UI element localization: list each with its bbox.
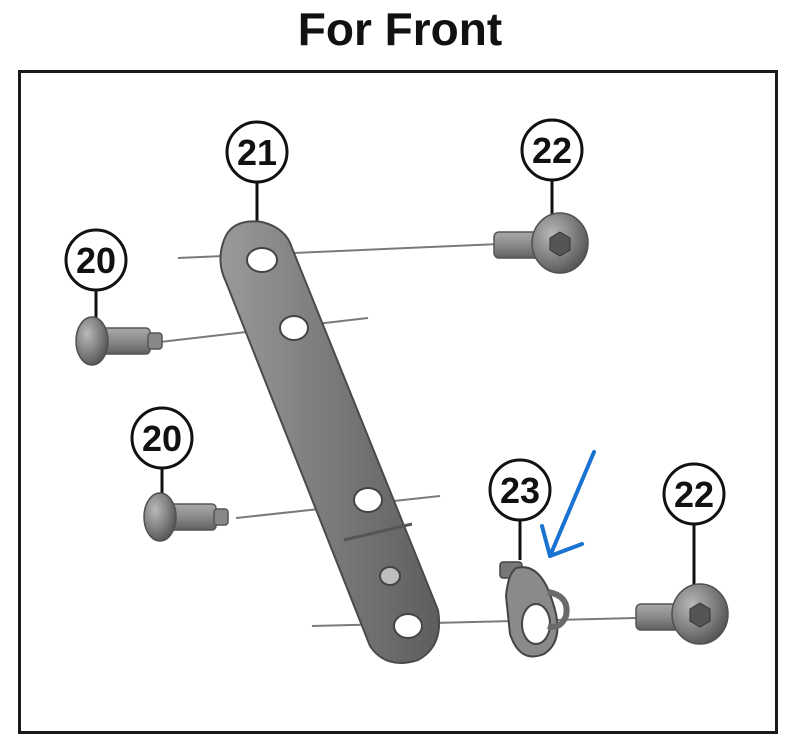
cable-clip — [499, 561, 570, 658]
bracket-plate — [219, 220, 440, 664]
pin-bolt-bottom-tip — [213, 508, 229, 526]
socket-bolt-bottom-hex — [689, 602, 711, 628]
callout-22-top: 22 — [520, 118, 584, 182]
socket-bolt-top — [493, 212, 589, 274]
plate-face — [219, 220, 440, 664]
callout-22-bottom-label: 22 — [674, 474, 714, 515]
callout-20-bottom: 20 — [130, 406, 194, 470]
callout-20-top: 20 — [64, 228, 128, 292]
callout-20-bottom-label: 20 — [142, 418, 182, 459]
callout-20-top-label: 20 — [76, 240, 116, 281]
plate-hole-5 — [393, 613, 423, 639]
pin-bolt-top-tip — [147, 332, 163, 350]
socket-bolt-bottom — [635, 583, 729, 645]
plate-hole-1 — [246, 247, 278, 273]
callout-22-top-label: 22 — [532, 130, 572, 171]
pin-bolt-top — [75, 316, 163, 366]
callout-23-label: 23 — [500, 470, 540, 511]
socket-bolt-top-hex — [549, 231, 571, 257]
plate-hole-4 — [379, 566, 401, 586]
pin-bolt-bottom — [143, 492, 229, 542]
plate-hole-3 — [353, 487, 383, 513]
diagram-title: For Front — [297, 3, 503, 55]
pin-bolt-bottom-head — [143, 492, 177, 542]
callout-23: 23 — [488, 458, 552, 522]
callout-21-label: 21 — [237, 132, 277, 173]
arrow-shaft — [548, 450, 596, 558]
arrow-icon — [540, 450, 596, 558]
arrow-head — [540, 524, 584, 558]
pin-bolt-top-head — [75, 316, 109, 366]
callout-22-bottom: 22 — [662, 462, 726, 526]
cable-clip-loop — [521, 603, 551, 645]
callout-21: 21 — [225, 120, 289, 184]
plate-hole-2 — [279, 315, 309, 341]
plate-step — [343, 522, 413, 542]
diagram-frame — [18, 70, 778, 734]
cable-clip-hook — [547, 589, 570, 630]
